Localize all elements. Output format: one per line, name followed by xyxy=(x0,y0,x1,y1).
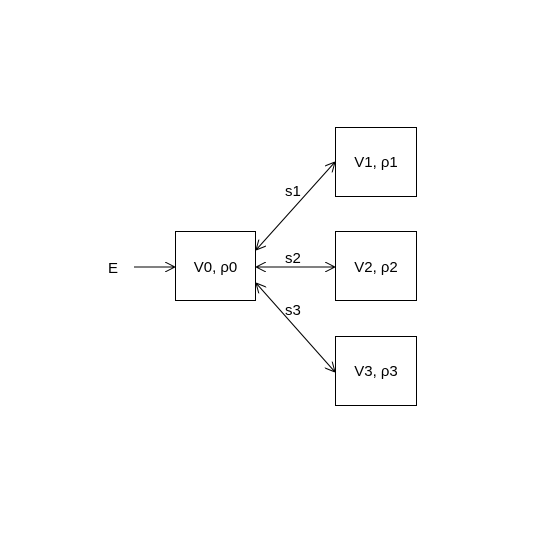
node-v2-box xyxy=(335,231,417,301)
edge-label-s3: s3 xyxy=(285,302,301,319)
edge-v0-v3 xyxy=(256,283,335,372)
node-v3-label: V3, ρ3 xyxy=(354,363,398,380)
node-v3: V3, ρ3 xyxy=(335,336,417,406)
input-label-e: E xyxy=(108,260,118,277)
node-v0-box xyxy=(175,231,256,301)
node-v1-box xyxy=(335,127,417,197)
node-v2: V2, ρ2 xyxy=(335,231,417,301)
edge-label-s2: s2 xyxy=(285,250,301,267)
node-v3-box xyxy=(335,336,417,406)
node-v0: V0, ρ0 xyxy=(175,231,256,301)
node-v1: V1, ρ1 xyxy=(335,127,417,197)
node-v1-label: V1, ρ1 xyxy=(354,154,398,171)
node-v0-label: V0, ρ0 xyxy=(194,259,238,276)
node-v2-label: V2, ρ2 xyxy=(354,259,398,276)
edge-v0-v1 xyxy=(256,162,335,250)
edge-label-s1: s1 xyxy=(285,183,301,200)
